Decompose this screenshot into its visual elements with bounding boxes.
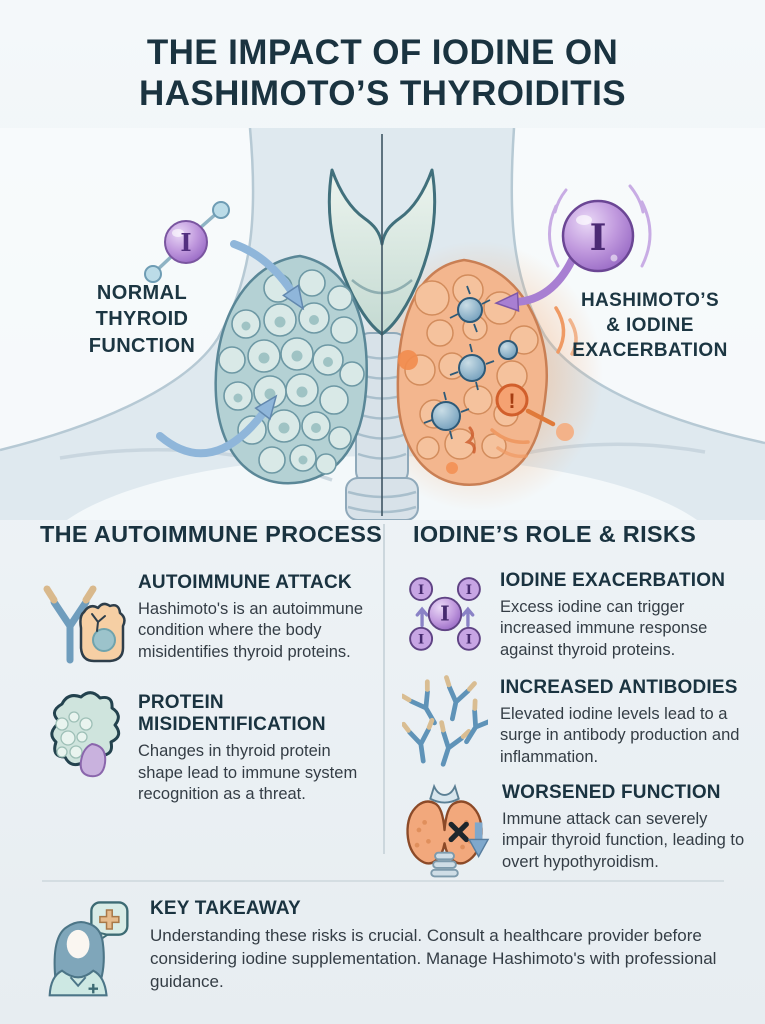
inflamed-thyroid-lobe [396,258,578,486]
worsened-function-body: Immune attack can severely impair thyroi… [502,810,745,871]
increased-antibodies-title: INCREASED ANTIBODIES [500,677,738,698]
warning-icon: ! [495,383,574,441]
iodine-molecule-icon: I [144,201,230,283]
section-header-iodine-role: IODINE’S ROLE & RISKS [413,521,697,547]
svg-text:I: I [466,632,472,648]
column-divider [383,524,385,854]
hashimotos-iodine-label: HASHIMOTO’S & IODINE EXACERBATION [572,290,728,362]
svg-text:I: I [418,582,424,598]
healthcare-provider-icon [44,894,134,1004]
antibodies-icon [402,675,488,775]
section-header-autoimmune-process: THE AUTOIMMUNE PROCESS [40,521,383,547]
svg-text:I: I [180,228,191,257]
immune-cells [423,285,518,440]
protein-misidentification-title: PROTEIN MISIDENTIFICATION [138,692,326,736]
thyroid-illustration-svg: I I ! [0,128,765,520]
page-title-line1: THE IMPACT OF IODINE ON [146,33,619,72]
key-takeaway-body: Understanding these risks is crucial. Co… [150,926,717,991]
key-takeaway-title: KEY TAKEAWAY [150,898,301,919]
iodine-molecules-icon: I I I I I [402,568,488,663]
footer-divider [42,880,724,882]
thyroid-comparison-illustration: I I ! [0,128,765,520]
normal-thyroid-label: NORMAL THYROID FUNCTION [88,282,196,357]
protein-misidentification-item: PROTEIN MISIDENTIFICATION Changes in thy… [36,690,370,805]
svg-text:I: I [418,632,424,648]
iodine-exacerbation-title: IODINE EXACERBATION [500,570,726,591]
svg-text:I: I [440,602,449,626]
iodine-sphere-icon: I [547,184,652,273]
worsened-function-item: WORSENED FUNCTION Immune attack can seve… [400,780,754,885]
page-title: THE IMPACT OF IODINE ON HASHIMOTO’S THYR… [0,33,765,114]
normal-function-arrow [156,394,278,458]
autoimmune-attack-body: Hashimoto's is an autoimmune condition w… [138,600,364,661]
iodine-exacerbation-arrow [494,256,576,312]
impaired-thyroid-icon [400,780,490,885]
inflammation-arcs [490,306,578,459]
autoimmune-attack-title: AUTOIMMUNE ATTACK [138,572,352,593]
iodine-intake-arrow [230,240,305,311]
iodine-exacerbation-body: Excess iodine can trigger increased immu… [500,598,708,659]
iodine-exacerbation-item: I I I I I IODINE EXACERBATION Excess iod… [402,568,750,663]
increased-antibodies-body: Elevated iodine levels lead to a surge i… [500,705,740,766]
increased-antibodies-item: INCREASED ANTIBODIES Elevated iodine lev… [402,675,750,775]
key-takeaway-section: KEY TAKEAWAY Understanding these risks i… [44,894,750,1004]
antibody-attacking-cell-icon [36,570,126,675]
misshapen-protein-icon [36,690,126,795]
svg-text:I: I [466,582,472,598]
autoimmune-attack-item: AUTOIMMUNE ATTACK Hashimoto's is an auto… [36,570,370,675]
worsened-function-title: WORSENED FUNCTION [502,782,721,803]
svg-text:I: I [590,217,607,259]
healthy-thyroid-lobe [214,254,368,485]
page-title-line2: HASHIMOTO’S THYROIDITIS [139,73,626,113]
svg-text:!: ! [509,390,516,413]
protein-misidentification-body: Changes in thyroid protein shape lead to… [138,742,358,803]
